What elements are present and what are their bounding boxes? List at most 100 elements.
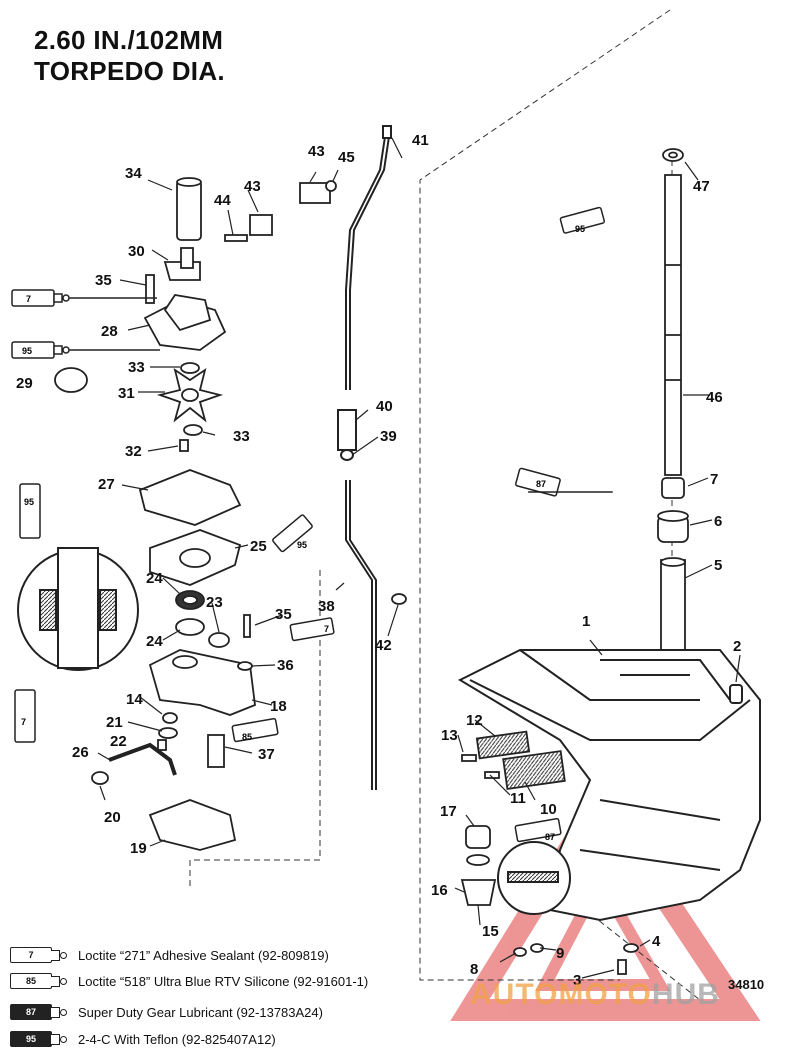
diagram-tubes	[11, 206, 613, 843]
callout-24b: 24	[146, 633, 163, 650]
tube-label: 95	[297, 540, 307, 550]
callout-5: 5	[714, 557, 722, 574]
figure-number: 34810	[728, 977, 765, 992]
callout-12: 12	[466, 712, 483, 729]
tube-7-left	[14, 689, 36, 743]
callout-2: 2	[733, 638, 741, 655]
callout-16: 16	[431, 882, 448, 899]
callout-43: 43	[308, 143, 325, 160]
gear-parts	[145, 180, 639, 975]
callout-39: 39	[380, 428, 397, 445]
callout-26: 26	[72, 744, 89, 761]
tube-labels: 7 95 95 87 95 7 85 7 87 95	[21, 224, 585, 842]
tube-icon: 95	[10, 1031, 68, 1047]
watermark-text-1: AUTOMOTO	[470, 978, 652, 1011]
shift-rod	[337, 125, 392, 790]
tube-label: 7	[26, 294, 31, 304]
callout-23: 23	[206, 594, 223, 611]
callout-30: 30	[128, 243, 145, 260]
legend-text: Super Duty Gear Lubricant (92-13783A24)	[78, 1004, 323, 1020]
callout-34: 34	[125, 165, 142, 182]
tube-label: 85	[242, 732, 252, 742]
tube-87-top	[515, 467, 613, 497]
callout-35: 35	[95, 272, 112, 289]
tube-label: 7	[21, 717, 26, 727]
legend-item: 95 2-4-C With Teflon (92-825407A12)	[10, 1026, 490, 1052]
detail-circle-right	[497, 841, 571, 915]
watermark-logo: AUTOMOTOHUB	[470, 978, 720, 1012]
callout-7: 7	[710, 471, 718, 488]
callout-28: 28	[101, 323, 118, 340]
callout-24: 24	[146, 570, 163, 587]
callout-37: 37	[258, 746, 275, 763]
tube-label: 87	[545, 832, 555, 842]
tube-85	[231, 717, 279, 743]
tube-87-bottom	[514, 817, 562, 843]
callout-9: 9	[556, 945, 564, 962]
tube-95-left	[19, 483, 41, 539]
tube-label: 95	[575, 224, 585, 234]
callout-6: 6	[714, 513, 722, 530]
gear-housing	[457, 649, 761, 922]
callout-35b: 35	[275, 606, 292, 623]
callout-25: 25	[250, 538, 267, 555]
callout-14: 14	[126, 691, 143, 708]
legend-item: 87 Super Duty Gear Lubricant (92-13783A2…	[10, 999, 490, 1025]
callout-42: 42	[375, 637, 392, 654]
tube-95-middle	[272, 514, 313, 553]
legend-text: 2-4-C With Teflon (92-825407A12)	[78, 1031, 276, 1047]
callout-17: 17	[440, 803, 457, 820]
callout-43b: 43	[244, 178, 261, 195]
callout-41: 41	[412, 132, 429, 149]
callout-38: 38	[318, 598, 335, 615]
tube-label: 95	[22, 346, 32, 356]
callout-15: 15	[482, 923, 499, 940]
water-pump-parts	[54, 177, 256, 851]
watermark-text-2: HUB	[651, 978, 720, 1011]
callout-29: 29	[16, 375, 33, 392]
callout-11: 11	[510, 790, 526, 807]
tube-label: 7	[324, 624, 329, 634]
callout-8: 8	[470, 961, 478, 978]
legend-item: 7 Loctite “271” Adhesive Sealant (92-809…	[10, 942, 490, 968]
callout-3: 3	[573, 972, 581, 989]
callout-27: 27	[98, 476, 115, 493]
diagram-title-line2: TORPEDO DIA.	[34, 56, 225, 86]
callout-40: 40	[376, 398, 393, 415]
callout-46: 46	[706, 389, 723, 406]
tube-7-top	[11, 289, 157, 307]
callout-18: 18	[270, 698, 287, 715]
callout-36: 36	[277, 657, 294, 674]
callout-32: 32	[125, 443, 142, 460]
diagram-title-line1: 2.60 IN./102MM	[34, 25, 224, 55]
callout-13: 13	[441, 727, 458, 744]
tube-95-pump	[11, 341, 160, 359]
callout-22: 22	[110, 733, 127, 750]
callout-33b: 33	[233, 428, 250, 445]
tube-7-middle	[289, 617, 335, 642]
callout-33: 33	[128, 359, 145, 376]
legend-text: Loctite “518” Ultra Blue RTV Silicone (9…	[78, 973, 369, 989]
callout-47: 47	[693, 178, 710, 195]
drive-shaft	[657, 148, 689, 661]
callout-1: 1	[582, 613, 590, 630]
callout-20: 20	[104, 809, 121, 826]
tube-95-shaft	[559, 206, 606, 234]
tube-label: 95	[24, 497, 34, 507]
tube-icon: 7	[10, 947, 68, 963]
callout-45: 45	[338, 149, 355, 166]
legend-item: 85 Loctite “518” Ultra Blue RTV Silicone…	[10, 968, 490, 994]
tube-icon: 87	[10, 1004, 68, 1020]
detail-circle-left	[17, 547, 139, 671]
callout-21: 21	[106, 714, 123, 731]
callout-numbers: 1 2 3 4 5 6 7 8 9 10 11 12 13 14 15 16 1…	[16, 132, 741, 989]
callout-19: 19	[130, 840, 147, 857]
callout-44: 44	[214, 192, 231, 209]
legend-text: Loctite “271” Adhesive Sealant (92-80981…	[78, 947, 329, 963]
callout-10: 10	[540, 801, 557, 818]
tube-label: 87	[536, 479, 546, 489]
leader-lines	[97, 137, 741, 979]
callout-4: 4	[652, 933, 661, 950]
